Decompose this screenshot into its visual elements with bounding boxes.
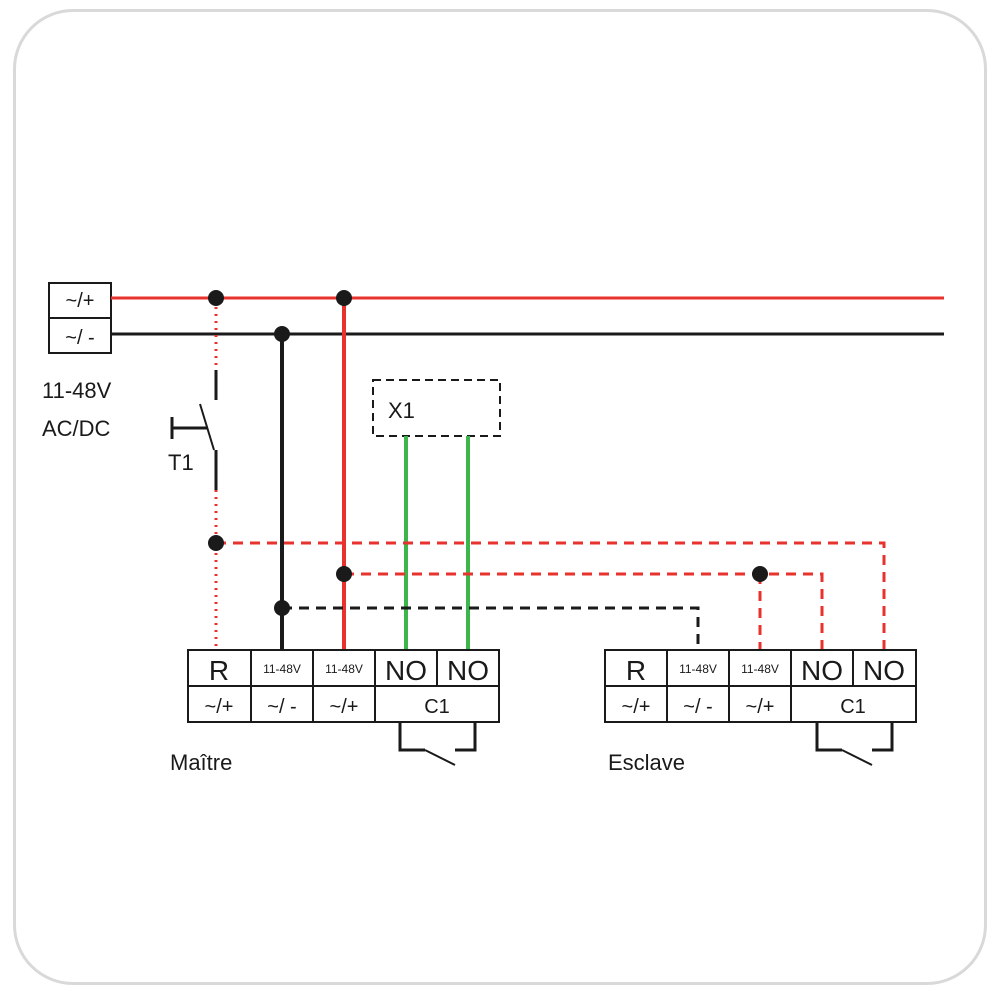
slave-r-signal-wire bbox=[216, 541, 886, 650]
supply-type-label: AC/DC bbox=[42, 416, 111, 441]
slave-terminal-plus2: ~/+ bbox=[746, 696, 775, 718]
master-name: Maître bbox=[170, 750, 232, 775]
master-terminal-c1: C1 bbox=[424, 696, 450, 718]
slave-terminal-c1: C1 bbox=[840, 696, 866, 718]
slave-relay-contact bbox=[815, 722, 894, 766]
supply-terminal: ~/+ ~/ - bbox=[48, 282, 112, 354]
slave-terminal-block: R 11-48V 11-48V NO NO ~/+ ~/ - ~/+ C1 bbox=[604, 649, 917, 723]
supply-voltage-label: 11-48V bbox=[42, 378, 112, 403]
master-terminal-no2: NO bbox=[447, 655, 489, 686]
junction-dot bbox=[336, 290, 352, 306]
junction-dot bbox=[336, 566, 352, 582]
master-terminal-block: R 11-48V 11-48V NO NO ~/+ ~/ - ~/+ C1 bbox=[187, 649, 500, 723]
junction-dots bbox=[208, 290, 768, 616]
device-x1-label: X1 bbox=[388, 398, 415, 423]
junction-dot bbox=[208, 290, 224, 306]
slave-terminal-no1: NO bbox=[801, 655, 843, 686]
slave-terminal-v1: 11-48V bbox=[679, 662, 717, 676]
slave-positive-wire bbox=[344, 572, 824, 650]
master-terminal-r: R bbox=[209, 655, 229, 686]
master-terminal-plus2: ~/+ bbox=[330, 696, 359, 718]
junction-dot bbox=[274, 326, 290, 342]
master-terminal-plus: ~/+ bbox=[205, 696, 234, 718]
slave-terminal-no2: NO bbox=[863, 655, 905, 686]
slave-name: Esclave bbox=[608, 750, 685, 775]
supply-plus-label: ~/+ bbox=[66, 290, 95, 312]
junction-dot bbox=[752, 566, 768, 582]
device-x1 bbox=[372, 379, 501, 437]
slave-negative-wire bbox=[282, 606, 700, 650]
slave-terminal-plus: ~/+ bbox=[622, 696, 651, 718]
slave-terminal-minus: ~/ - bbox=[683, 696, 712, 718]
junction-dot bbox=[208, 535, 224, 551]
slave-terminal-v2: 11-48V bbox=[741, 662, 779, 676]
junction-dot bbox=[274, 600, 290, 616]
rounded-frame bbox=[13, 9, 987, 985]
master-terminal-no1: NO bbox=[385, 655, 427, 686]
master-terminal-v2: 11-48V bbox=[325, 662, 363, 676]
master-relay-contact bbox=[398, 722, 477, 766]
slave-terminal-r: R bbox=[626, 655, 646, 686]
supply-minus-label: ~/ - bbox=[65, 327, 94, 349]
master-terminal-minus: ~/ - bbox=[267, 696, 296, 718]
master-terminal-v1: 11-48V bbox=[263, 662, 301, 676]
switch-t1 bbox=[170, 370, 218, 490]
switch-t1-label: T1 bbox=[168, 450, 194, 475]
